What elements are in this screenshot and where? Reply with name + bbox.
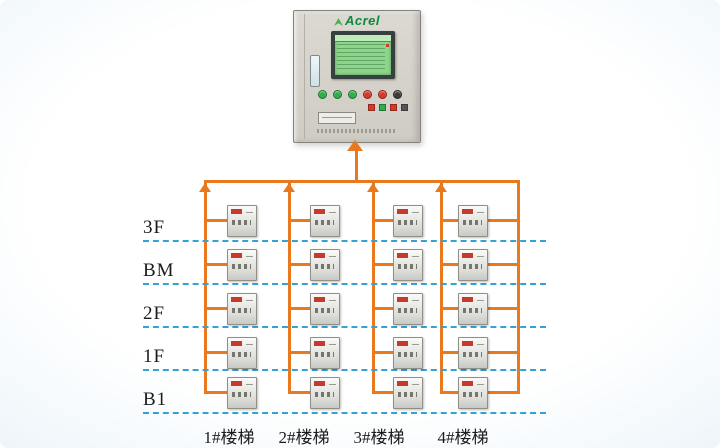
small-button	[379, 104, 386, 111]
control-cabinet: Acrel	[293, 10, 421, 143]
device-box	[227, 293, 257, 325]
small-button	[390, 104, 397, 111]
floor-label: 3F	[143, 217, 166, 238]
lcd-header-bar	[335, 35, 391, 42]
branch-wire	[204, 219, 227, 222]
acrel-logo: Acrel	[294, 14, 420, 28]
device-box	[393, 337, 423, 369]
branch-wire	[204, 307, 227, 310]
led-green-icon	[348, 90, 357, 99]
floor-separator	[143, 369, 546, 371]
branch-wire	[372, 219, 393, 222]
printer-slot	[318, 112, 356, 124]
floor-separator	[143, 412, 546, 414]
device-box	[227, 205, 257, 237]
lcd-status-dot	[386, 44, 389, 47]
lcd-screen	[335, 35, 391, 75]
button-row	[368, 104, 408, 111]
branch-wire	[440, 263, 458, 266]
branch-wire	[204, 351, 227, 354]
branch-wire	[372, 307, 393, 310]
floor-separator	[143, 326, 546, 328]
riser-line-3	[372, 180, 375, 394]
indicator-led-row	[318, 90, 402, 99]
branch-wire	[486, 351, 517, 354]
branch-wire	[440, 391, 458, 394]
up-arrow	[199, 183, 211, 192]
led-green-icon	[318, 90, 327, 99]
riser-line-2	[288, 180, 291, 394]
stair-label: 2#楼梯	[278, 428, 330, 447]
device-box	[393, 205, 423, 237]
device-box	[393, 249, 423, 281]
floor-separator	[143, 240, 546, 242]
led-red-icon	[363, 90, 372, 99]
branch-wire	[440, 307, 458, 310]
cabinet-door-seam	[304, 14, 305, 139]
branch-wire	[288, 351, 310, 354]
lcd-text-rows	[337, 44, 385, 72]
floor-label: B1	[143, 389, 168, 410]
small-button	[401, 104, 408, 111]
riser-line-4	[440, 180, 443, 394]
branch-wire	[288, 307, 310, 310]
device-box	[227, 337, 257, 369]
branch-wire	[440, 219, 458, 222]
device-box	[458, 205, 488, 237]
stair-label: 3#楼梯	[353, 428, 405, 447]
indicator-tube	[310, 55, 320, 87]
device-box	[310, 249, 340, 281]
acrel-brand-text: Acrel	[344, 13, 381, 28]
branch-wire	[288, 263, 310, 266]
device-box	[227, 377, 257, 409]
branch-wire	[204, 391, 227, 394]
device-box	[458, 293, 488, 325]
device-box	[310, 205, 340, 237]
floor-label: 2F	[143, 303, 166, 324]
floor-label: 1F	[143, 346, 166, 367]
led-dark-icon	[393, 90, 402, 99]
trunk-line	[204, 180, 520, 183]
riser-line-return	[517, 180, 520, 394]
device-box	[393, 377, 423, 409]
cabinet-riser-line	[355, 150, 358, 181]
up-arrow	[367, 183, 379, 192]
floor-label: BM	[143, 260, 175, 281]
branch-wire	[204, 263, 227, 266]
up-arrow	[347, 140, 363, 151]
branch-wire	[486, 263, 517, 266]
floor-separator	[143, 283, 546, 285]
up-arrow	[283, 183, 295, 192]
branch-wire	[486, 219, 517, 222]
device-box	[458, 337, 488, 369]
branch-wire	[440, 351, 458, 354]
device-box	[393, 293, 423, 325]
small-button	[368, 104, 375, 111]
cabinet-caption-strip	[317, 129, 397, 133]
up-arrow	[435, 183, 447, 192]
branch-wire	[486, 391, 517, 394]
stair-label: 4#楼梯	[437, 428, 489, 447]
device-box	[310, 293, 340, 325]
acrel-logo-icon	[333, 18, 343, 26]
cabinet-display	[331, 31, 395, 79]
branch-wire	[372, 391, 393, 394]
led-red-icon	[378, 90, 387, 99]
branch-wire	[486, 307, 517, 310]
stair-label: 1#楼梯	[203, 428, 255, 447]
branch-wire	[372, 263, 393, 266]
branch-wire	[372, 351, 393, 354]
device-box	[458, 249, 488, 281]
branch-wire	[288, 391, 310, 394]
device-box	[458, 377, 488, 409]
device-box	[227, 249, 257, 281]
device-box	[310, 337, 340, 369]
branch-wire	[288, 219, 310, 222]
riser-line-1	[204, 180, 207, 394]
led-green-icon	[333, 90, 342, 99]
device-box	[310, 377, 340, 409]
